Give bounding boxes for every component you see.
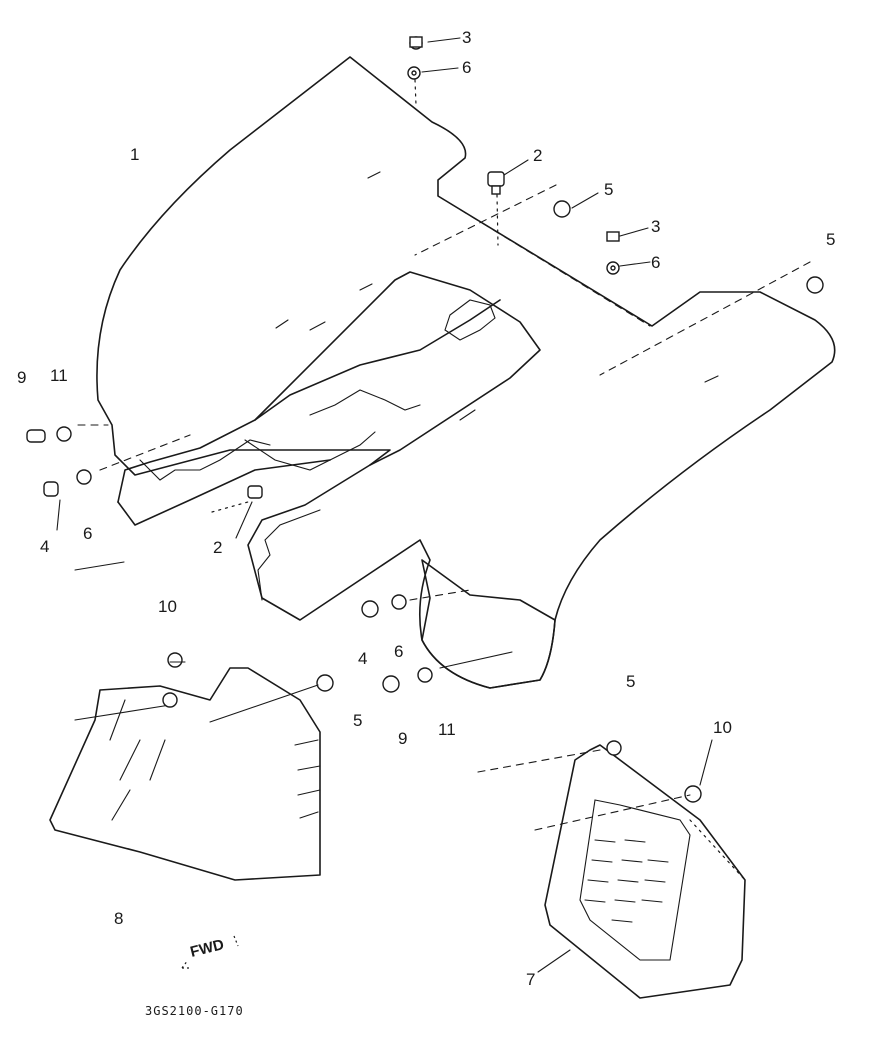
callout-10-left: 10: [158, 597, 177, 616]
callout-11-left: 11: [50, 366, 68, 385]
left-mudguard: [49, 667, 321, 881]
callout-4-center: 4: [358, 649, 368, 668]
callout-1: 1: [130, 145, 140, 164]
callout-4-left: 4: [40, 537, 50, 556]
callout-5-right: 5: [826, 230, 836, 249]
leader-lines: [56, 37, 811, 973]
rear-fender: [96, 56, 836, 689]
callout-10-right: 10: [713, 718, 732, 737]
callout-9-left: 9: [17, 368, 27, 387]
callout-3-top: 3: [462, 28, 472, 47]
callout-9-lower: 9: [398, 729, 408, 748]
callout-2-mid: 2: [213, 538, 223, 557]
callout-11-lower: 11: [438, 720, 456, 739]
forward-arrow-icon: [181, 935, 239, 969]
callout-5-upper: 5: [604, 180, 614, 199]
callout-6-mid: 6: [651, 253, 661, 272]
callout-8: 8: [114, 909, 124, 928]
fasteners: [26, 36, 824, 803]
rear-flap: [421, 559, 556, 689]
callout-6-left: 6: [83, 524, 93, 543]
callout-6-top: 6: [462, 58, 472, 77]
callout-7: 7: [526, 970, 536, 989]
right-mudguard: [544, 744, 746, 999]
callout-3-mid: 3: [651, 217, 661, 236]
callout-5-flap: 5: [626, 672, 636, 691]
callout-6-center: 6: [394, 642, 404, 661]
callout-5-lower: 5: [353, 711, 363, 730]
drawing-reference-code: 3GS2100-G170: [145, 1004, 244, 1018]
callout-2-top: 2: [533, 146, 543, 165]
